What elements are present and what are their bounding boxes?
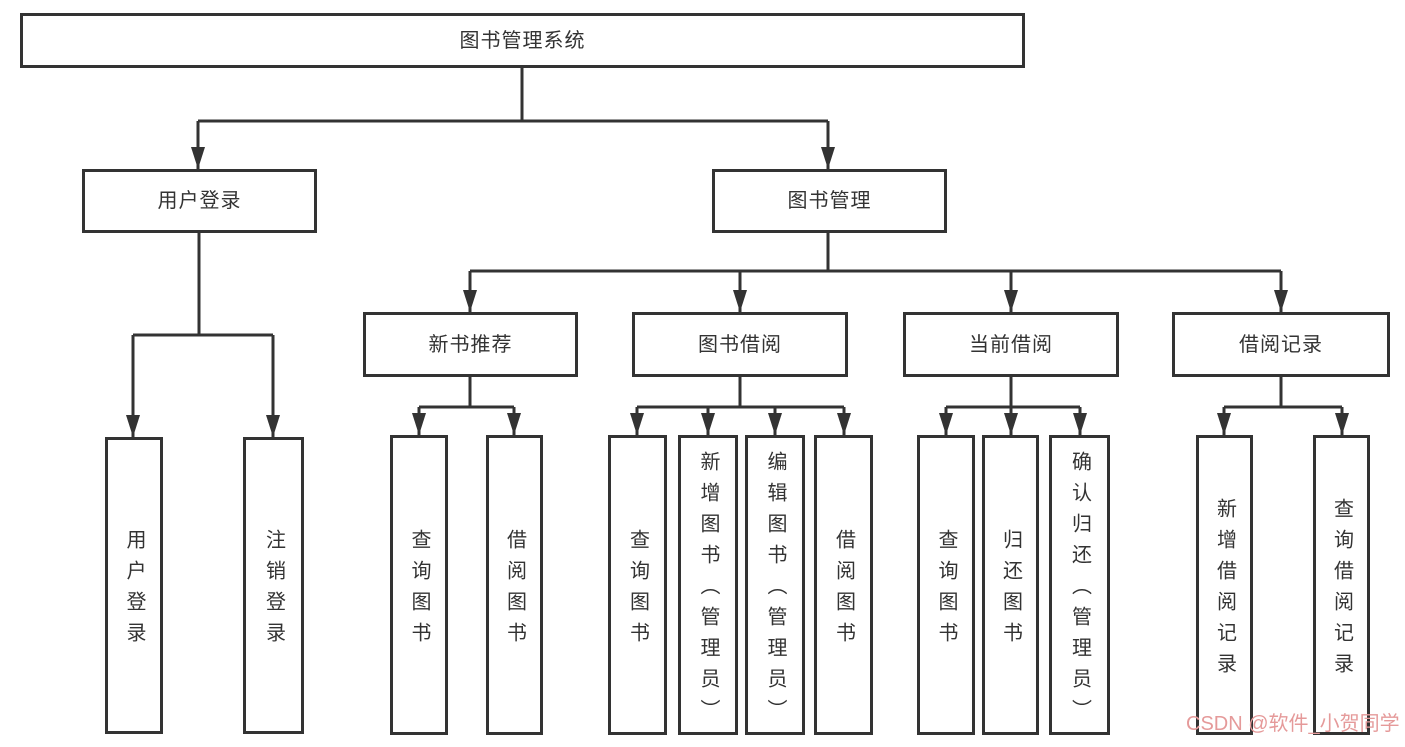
node-book-management: 图书管理 [712, 169, 947, 233]
leaf-logout-label: 注销登录 [262, 529, 285, 653]
node-book-borrow: 图书借阅 [632, 312, 848, 377]
leaf-recommend-query-book-label: 查询图书 [408, 528, 430, 653]
leaf-edit-book-admin: 编辑图书（管理员） [745, 435, 805, 735]
leaf-user-login: 用户登录 [105, 437, 163, 734]
node-current-borrow-label: 当前借阅 [969, 333, 1053, 356]
leaf-add-book-admin-label: 新增图书（管理员） [697, 451, 719, 730]
leaf-logout: 注销登录 [243, 437, 304, 734]
leaf-borrow-book-label: 借阅图书 [832, 528, 855, 653]
leaf-query-borrow-record: 查询借阅记录 [1313, 435, 1370, 735]
node-book-management-label: 图书管理 [787, 190, 872, 212]
leaf-confirm-return-admin-label: 确认归还（管理员） [1068, 451, 1091, 730]
leaf-return-book-label: 归还图书 [999, 528, 1022, 653]
node-user-login: 用户登录 [82, 169, 317, 233]
leaf-current-query-book-label: 查询图书 [935, 528, 957, 653]
csdn-watermark: CSDN @软件_小贺同学 [1186, 713, 1400, 735]
node-borrow-records: 借阅记录 [1172, 312, 1390, 377]
node-root-label: 图书管理系统 [459, 29, 586, 52]
leaf-recommend-borrow-book: 借阅图书 [486, 435, 543, 735]
leaf-borrow-query-book: 查询图书 [608, 435, 667, 735]
leaf-confirm-return-admin: 确认归还（管理员） [1049, 435, 1110, 735]
node-current-borrow: 当前借阅 [903, 312, 1119, 377]
leaf-query-borrow-record-label: 查询借阅记录 [1330, 497, 1353, 684]
leaf-return-book: 归还图书 [982, 435, 1039, 735]
leaf-add-borrow-record: 新增借阅记录 [1196, 435, 1253, 735]
node-new-book-recommend-label: 新书推荐 [428, 333, 513, 356]
node-new-book-recommend: 新书推荐 [363, 312, 578, 377]
node-user-login-label: 用户登录 [157, 190, 242, 212]
leaf-add-borrow-record-label: 新增借阅记录 [1213, 497, 1236, 684]
leaf-borrow-query-book-label: 查询图书 [626, 528, 649, 653]
leaf-recommend-query-book: 查询图书 [390, 435, 448, 735]
leaf-recommend-borrow-book-label: 借阅图书 [503, 528, 526, 653]
node-borrow-records-label: 借阅记录 [1239, 333, 1323, 356]
node-root: 图书管理系统 [20, 13, 1025, 68]
leaf-user-login-label: 用户登录 [123, 529, 145, 653]
node-book-borrow-label: 图书借阅 [698, 333, 782, 356]
leaf-add-book-admin: 新增图书（管理员） [678, 435, 738, 735]
leaf-current-query-book: 查询图书 [917, 435, 975, 735]
leaf-borrow-book: 借阅图书 [814, 435, 873, 735]
leaf-edit-book-admin-label: 编辑图书（管理员） [764, 451, 786, 730]
